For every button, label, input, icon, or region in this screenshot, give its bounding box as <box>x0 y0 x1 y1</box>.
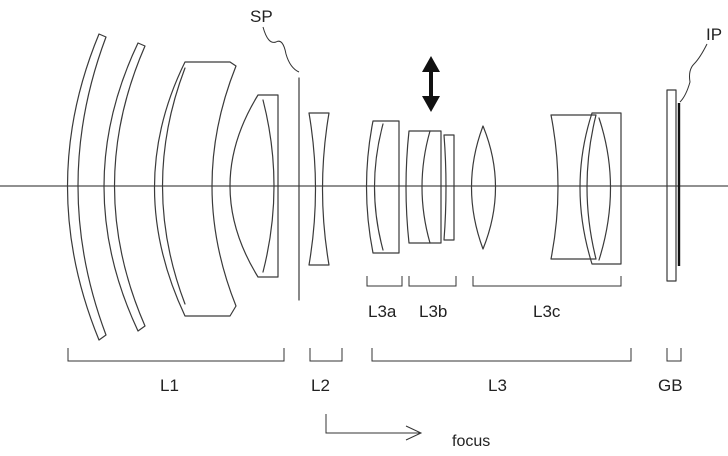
sp-leader-line <box>262 26 300 73</box>
label-l3c: L3c <box>533 302 561 321</box>
lens-element-l3a-inner <box>373 123 384 251</box>
bracket-gb <box>666 348 682 362</box>
lens-element-l3c-3 <box>579 112 622 265</box>
lens-element-l3c-1 <box>470 125 497 250</box>
ip-label: IP <box>706 25 722 44</box>
ip-leader-line <box>679 43 708 103</box>
bracket-l2 <box>309 348 343 362</box>
label-l1: L1 <box>160 376 179 395</box>
lens-element-l3c-3-inner <box>598 117 612 261</box>
sp-label: SP <box>250 7 273 26</box>
label-l3: L3 <box>488 376 507 395</box>
bracket-l3a <box>366 276 403 287</box>
focus-arrow-icon <box>325 414 423 441</box>
lens-element-l3c-2 <box>550 114 597 260</box>
lens-element-5-inner <box>262 99 275 273</box>
lens-element-l3b-2 <box>443 134 455 241</box>
lens-element-4 <box>161 67 186 305</box>
lens-group-l2 <box>308 112 330 266</box>
lens-group-l3a <box>365 120 400 254</box>
lens-element-5 <box>229 94 279 278</box>
focus-label: focus <box>452 433 490 450</box>
label-gb: GB <box>658 376 683 395</box>
lens-element-l3a <box>365 120 400 254</box>
glass-block <box>666 89 677 282</box>
label-l3b: L3b <box>419 302 447 321</box>
bracket-l1 <box>67 348 285 362</box>
bracket-l3 <box>371 348 632 362</box>
double-arrow-icon <box>422 56 440 112</box>
label-l3a: L3a <box>368 302 397 321</box>
lens-group-l1 <box>66 33 279 341</box>
lens-element-l3b-1-inner <box>421 130 431 244</box>
bracket-l3c <box>472 276 622 287</box>
lens-group-l3b <box>405 130 455 244</box>
lens-element-2 <box>103 42 146 332</box>
lens-element-l2 <box>308 112 330 266</box>
label-l2: L2 <box>311 376 330 395</box>
lens-element-1 <box>66 33 107 341</box>
lens-element-l3b-1 <box>405 130 442 244</box>
bracket-l3b <box>408 276 457 287</box>
lens-group-l3c <box>470 112 622 265</box>
glass-block-gb <box>666 89 681 282</box>
lens-element-3 <box>154 61 237 317</box>
